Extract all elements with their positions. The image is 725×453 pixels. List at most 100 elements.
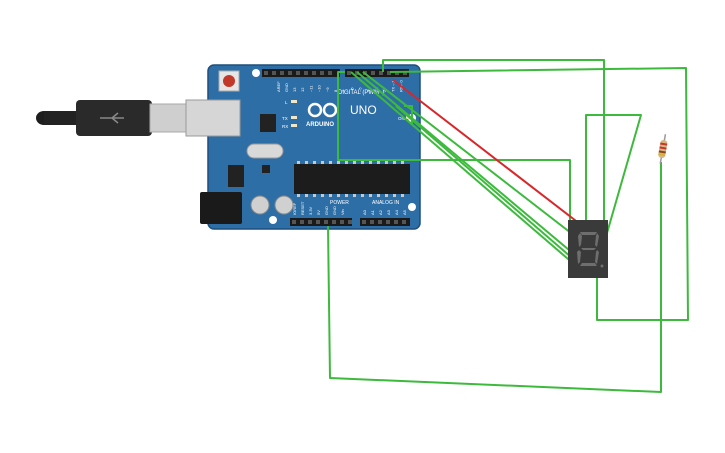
digital-pins-label: ~9 [325,87,330,92]
header-pin-hole[interactable] [403,71,407,75]
header-pin-hole[interactable] [328,71,332,75]
header-pin-hole[interactable] [304,71,308,75]
segment-a [580,232,597,235]
power-header-label: POWER [330,200,349,206]
header-pin-hole[interactable] [340,220,344,224]
digital-pins-label: ~6 [349,87,354,92]
header-pin-hole[interactable] [395,71,399,75]
header-top-left [262,69,340,77]
wire-green-8[interactable] [404,105,413,124]
chip-pin [377,161,380,164]
analog-pins-label: A0 [362,209,367,215]
chip-pin [369,194,372,197]
led-l-label: L [285,100,288,105]
chip-pin [297,194,300,197]
reset-button[interactable] [223,75,235,87]
header-pin-hole[interactable] [292,220,296,224]
digital-pins-label: ~10 [317,84,322,92]
power-pins-label: GND [324,206,329,215]
chip-pin [385,161,388,164]
chip-pin [305,194,308,197]
digital-pins-label: ~5 [358,87,363,92]
wires[interactable] [327,59,689,393]
wire-green-7[interactable] [395,105,587,271]
chip-pin [337,194,340,197]
usb-cable-icon[interactable] [36,100,189,136]
wire-green-1[interactable] [382,59,605,228]
digital-pins-label: 2 [382,89,387,92]
chip-pin [321,194,324,197]
power-pins-label: Vin [340,209,345,215]
crystal-oscillator [246,143,284,159]
chip-pin [313,161,316,164]
chip-pin [377,194,380,197]
header-pin-hole[interactable] [362,220,366,224]
header-pin-hole[interactable] [288,71,292,75]
header-pin-hole[interactable] [312,71,316,75]
resistor-band [659,146,667,150]
header-pin-hole[interactable] [280,71,284,75]
chip-pin [393,161,396,164]
chip-pins-top [297,161,404,164]
led-tx [291,116,297,119]
header-pin-hole[interactable] [371,71,375,75]
header-pin-hole[interactable] [347,71,351,75]
chip-pin [353,161,356,164]
header-pin-hole[interactable] [348,220,352,224]
header-pin-hole[interactable] [332,220,336,224]
power-pins-label: GND [332,206,337,215]
capacitor [250,195,270,215]
wire-green-5[interactable] [356,71,576,256]
header-pin-hole[interactable] [394,220,398,224]
chip-pins-bottom [297,194,404,197]
header-pin-hole[interactable] [320,71,324,75]
segment-c [595,250,599,264]
chip-pin [329,194,332,197]
display-segments [577,232,604,268]
arduino-uno-board[interactable]: DIGITAL (PWM~) POWER ANALOG IN ARDUINO U… [185,64,421,230]
header-pin-hole[interactable] [308,220,312,224]
mounting-hole [252,69,260,77]
power-pins-label: 5V [316,210,321,215]
wire-green-6[interactable] [362,71,581,241]
wire-green-10[interactable] [327,162,662,393]
header-pin-hole[interactable] [272,71,276,75]
header-pin-hole[interactable] [324,220,328,224]
wire-green-4[interactable] [350,71,576,266]
header-pin-hole[interactable] [264,71,268,75]
header-pin-hole[interactable] [370,220,374,224]
usb-symbol-icon [100,112,124,124]
header-pin-hole[interactable] [296,71,300,75]
header-pin-hole[interactable] [386,220,390,224]
analog-pins-label: A4 [394,209,399,215]
resistor-icon[interactable] [657,134,669,165]
segment-g [581,248,596,250]
seven-segment-display-icon[interactable] [568,220,608,278]
chip-pin [305,161,308,164]
chip-pin [313,194,316,197]
wire-red-1[interactable] [392,79,581,225]
header-pin-hole[interactable] [316,220,320,224]
chip-pin [345,161,348,164]
segment-b [595,233,599,247]
aref-label: AREF [276,81,281,92]
header-pin-hole[interactable] [402,220,406,224]
led-rx-label: RX [282,124,288,129]
chip-pin [345,194,348,197]
power-pins-label: RESET [300,201,305,215]
digital-pins-label: ~11 [308,85,313,92]
chip-pin [385,194,388,197]
header-pin-hole[interactable] [379,71,383,75]
wire-green-2[interactable] [389,67,689,321]
header-pin-hole[interactable] [300,220,304,224]
chip-pin [401,194,404,197]
segment-f [578,233,582,247]
header-pin-hole[interactable] [387,71,391,75]
mounting-hole [408,203,416,211]
header-pin-hole[interactable] [378,220,382,224]
wire-green-3[interactable] [337,71,571,228]
chip-pin [369,161,372,164]
small-chip [260,114,276,132]
